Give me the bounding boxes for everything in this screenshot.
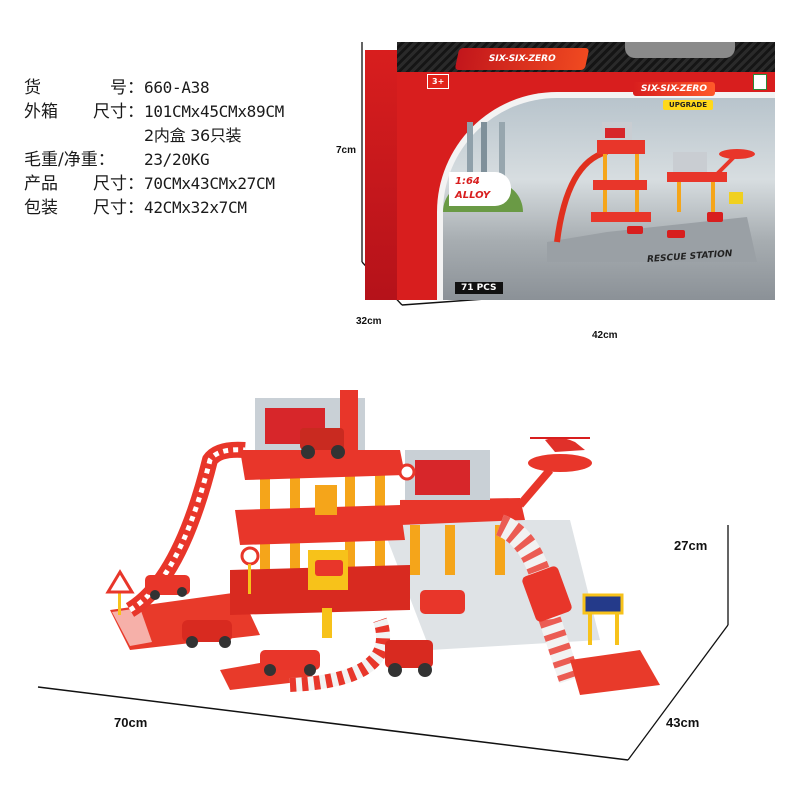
spec-value: 23/20KG: [144, 150, 210, 169]
brand-badge: SIX-SIX-ZERO: [632, 82, 715, 96]
spec-label: 货 号：: [24, 78, 144, 98]
spec-row-item-number: 货 号： 660-A38: [24, 76, 284, 100]
spec-row-product-size: 产品 尺寸： 70CMx43CMx27CM: [24, 172, 284, 196]
spec-row-weight: 毛重/净重： 23/20KG: [24, 148, 284, 172]
spec-label: 毛重/净重：: [24, 150, 115, 170]
package-height-label: 7cm: [336, 145, 357, 156]
spec-label: 包装 尺寸：: [24, 198, 144, 218]
spec-value: 70CMx43CMx27CM: [144, 174, 275, 193]
package-width-label: 42cm: [592, 330, 618, 341]
spec-label: 产品 尺寸：: [24, 174, 144, 194]
spec-row-carton-packing: 2内盒 36只装: [24, 124, 284, 148]
product-height-label: 27cm: [674, 538, 708, 553]
product-depth-label: 43cm: [666, 715, 700, 730]
package-logo: SIX-SIX-ZERO: [454, 48, 590, 70]
spec-value: 660-A38: [144, 78, 210, 97]
age-badge: 3+: [427, 74, 450, 89]
eco-icon: [753, 74, 767, 90]
box-playset-graphic: [547, 122, 757, 262]
product-width-label: 70cm: [114, 715, 148, 730]
package-side-panel: [365, 50, 397, 300]
rescue-station-playset-image: [105, 390, 660, 695]
package-front-panel: SIX-SIX-ZERO 3+ SIX-SIX-ZERO UPGRADE 1:6…: [397, 42, 775, 300]
piece-count-badge: 71 PCS: [455, 282, 503, 294]
spec-value: 42CMx32x7CM: [144, 198, 247, 217]
spec-list: 货 号： 660-A38 外箱 尺寸： 101CMx45CMx89CM 2内盒 …: [24, 76, 284, 220]
spec-row-carton-size: 外箱 尺寸： 101CMx45CMx89CM: [24, 100, 284, 124]
spec-value: 101CMx45CMx89CM: [144, 102, 284, 121]
spec-row-package-size: 包装 尺寸： 42CMx32x7CM: [24, 196, 284, 220]
spec-value: 2内盒 36只装: [144, 126, 242, 145]
spec-label: 外箱 尺寸：: [24, 102, 144, 122]
scale-badge: 1:64 ALLOY: [449, 172, 511, 206]
package-depth-label: 32cm: [356, 316, 382, 327]
package-gray-tab: [625, 42, 735, 58]
package-box-image: SIX-SIX-ZERO 3+ SIX-SIX-ZERO UPGRADE 1:6…: [365, 42, 775, 300]
upgrade-badge: UPGRADE: [663, 100, 713, 110]
